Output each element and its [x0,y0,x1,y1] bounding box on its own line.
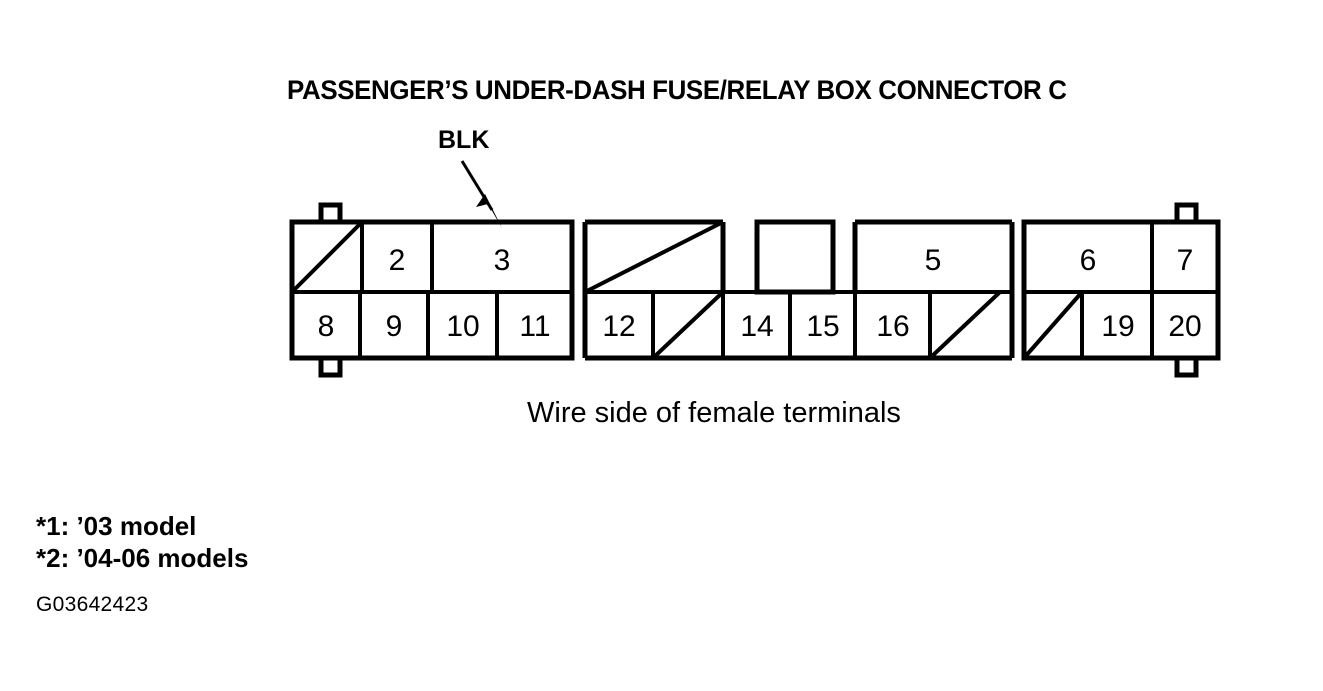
blank-cavity-1 [290,220,364,294]
blank-cavity-unnumbered [754,219,836,295]
pin-label-3: 3 [494,244,511,277]
wire-side-caption: Wire side of female terminals [527,397,901,429]
page-title: PASSENGER’S UNDER-DASH FUSE/RELAY BOX CO… [287,75,1067,105]
latch-tab-top-right [1174,202,1199,225]
latch-tab-bottom-right [1174,355,1199,378]
drawing-code: G03642423 [36,593,149,616]
pin-label-8: 8 [318,310,335,343]
connector-group-2: 5 12 14 15 16 [582,219,1015,361]
pin-label-19: 19 [1101,310,1134,343]
connector-group-1: 2 3 8 9 10 11 [289,219,575,361]
latch-tab-bottom-left [318,355,343,378]
pin-label-7: 7 [1177,244,1194,277]
pin-label-16: 16 [876,310,909,343]
footnote-1: *1: ’03 model [36,511,197,541]
blank-cavity-17 [928,290,1002,360]
pin-label-11: 11 [519,310,550,343]
pin-label-20: 20 [1168,310,1201,343]
footnote-2: *2: ’04-06 models [36,543,249,573]
footnotes: *1: ’03 model *2: ’04-06 models [36,511,248,575]
pin-label-12: 12 [602,310,635,343]
pin-label-5: 5 [925,244,942,277]
latch-tab-top-left [318,202,343,225]
blank-cavity-18 [1022,290,1084,360]
callout-arrow-icon [460,160,502,228]
pin-label-6: 6 [1080,244,1097,277]
blank-cavity-4 [584,220,724,294]
pin-label-10: 10 [446,310,479,343]
wire-color-label: BLK [438,126,490,154]
pin-label-2: 2 [389,244,406,277]
blank-cavity-13 [651,290,725,360]
connector-group-3: 6 7 19 20 [1021,219,1221,361]
pin-label-9: 9 [386,310,403,343]
pin-label-15: 15 [806,310,839,343]
connector-diagram: 2 3 8 9 10 11 5 12 14 15 [289,202,1221,378]
pin-label-14: 14 [740,310,773,343]
